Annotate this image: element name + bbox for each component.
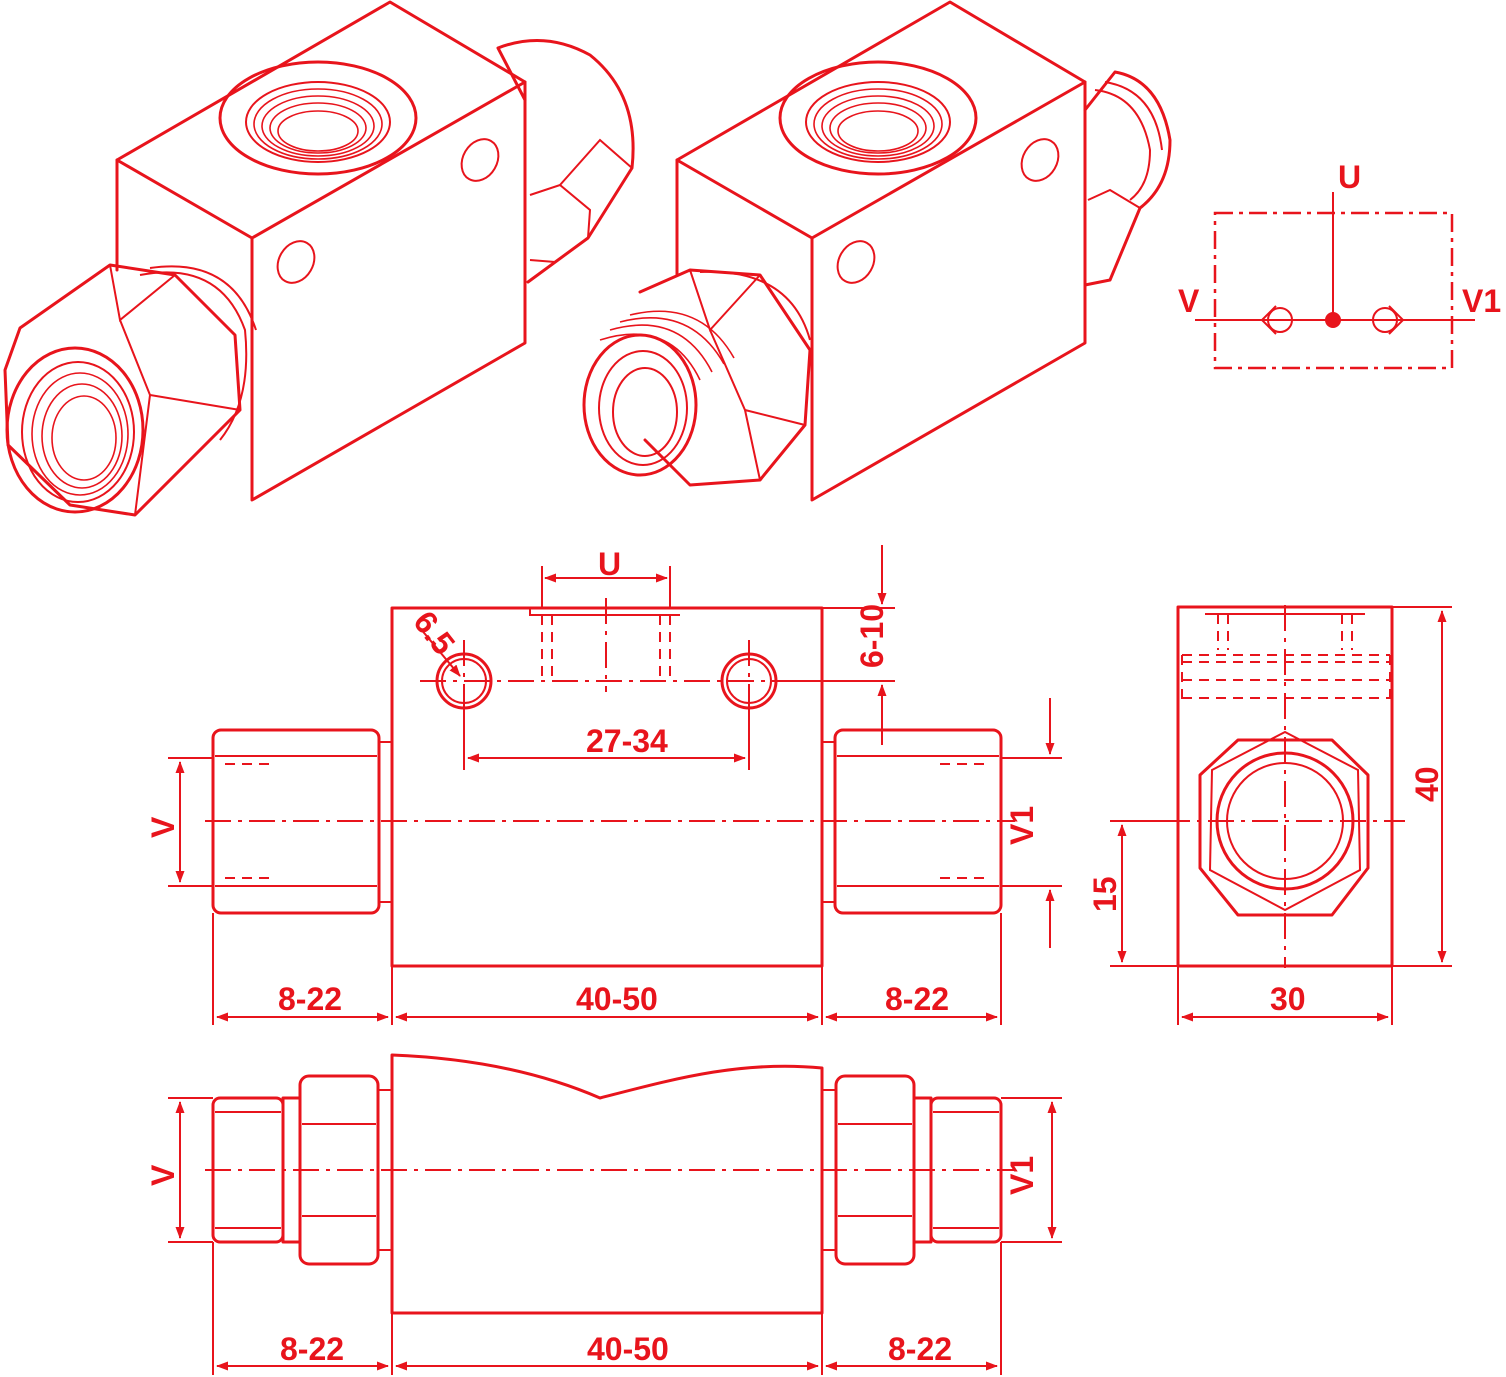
junction-dot — [1325, 312, 1341, 328]
schematic-label-v: V — [1178, 283, 1200, 319]
dim-top-offset: 6-10 — [854, 604, 890, 668]
dim-right-length: 8-22 — [885, 981, 949, 1017]
hydraulic-schematic: U V V1 — [1178, 159, 1501, 370]
dim-hole-diameter: 6.5 — [406, 604, 462, 661]
dim-hole-spacing: 27-34 — [586, 723, 668, 759]
bottom-dim-port-v: V — [145, 1164, 181, 1186]
bottom-dim-body-length: 40-50 — [587, 1331, 669, 1367]
schematic-label-u: U — [1338, 159, 1361, 195]
bottom-dim-left-length: 8-22 — [280, 1331, 344, 1367]
dim-body-length: 40-50 — [576, 981, 658, 1017]
dim-left-length: 8-22 — [278, 981, 342, 1017]
dim-axis-height: 15 — [1087, 876, 1123, 912]
bottom-dim-right-length: 8-22 — [888, 1331, 952, 1367]
isometric-view-female-ports — [3, 0, 635, 517]
bottom-view: V V1 8-22 40-50 8-22 — [145, 1053, 1062, 1375]
dim-height: 40 — [1409, 766, 1445, 802]
side-view: 15 40 30 — [1087, 605, 1452, 1025]
bottom-dim-port-v1: V1 — [1004, 1156, 1040, 1195]
check-valve-right-icon — [1372, 307, 1398, 333]
dim-port-v1: V1 — [1004, 806, 1040, 845]
dim-u: U — [598, 546, 621, 582]
dim-port-v: V — [145, 816, 181, 838]
dim-width: 30 — [1270, 981, 1306, 1017]
isometric-view-male-ports — [582, 0, 1172, 502]
check-valve-left-icon — [1267, 307, 1293, 333]
schematic-label-v1: V1 — [1462, 283, 1501, 319]
front-view: U 6.5 27-34 6-10 V V1 8-22 40-50 8-22 — [145, 545, 1062, 1025]
